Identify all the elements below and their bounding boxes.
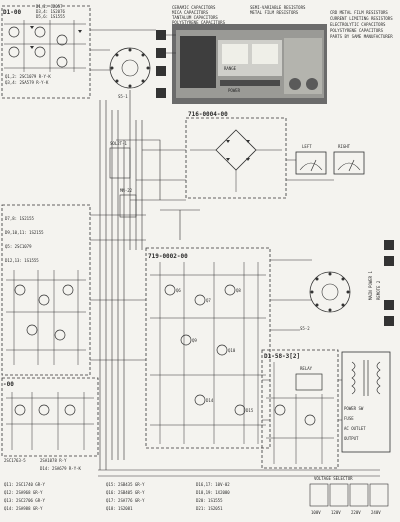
module-label: D1-00 (3, 9, 21, 16)
part-label: Q15: 2SB435 GR-Y (106, 482, 145, 487)
transistor-label: Q6 (176, 288, 181, 293)
voltage-selector: VOLTAGE SELECTOR 100V 120V 220V 240V (309, 476, 389, 515)
input-jacks (156, 30, 166, 98)
switch-label: SOL2T-1 (110, 141, 127, 146)
fuse-label: FUSE (344, 416, 354, 421)
legend-item: POLYSTYRENE CAPACITORS (172, 20, 226, 25)
part-label: 2SC1763-5 (4, 458, 26, 463)
part-label: Q17: 2SA776 GR-Y (106, 498, 145, 503)
part-label: Q5: 2SC1079 (5, 244, 32, 249)
module-label: 719-0002-00 (148, 253, 188, 260)
parts-legend: CERAMIC CAPACITORS MICA CAPACITORS TANTA… (172, 5, 306, 25)
meter-label-right: RIGHT (338, 144, 351, 149)
voltage-selector-title: VOLTAGE SELECTOR (314, 476, 353, 481)
part-label: Q11: 2SC1740 GR-Y (4, 482, 46, 487)
part-label: Q12: 2SA968 GR-Y (4, 490, 43, 495)
voltage-option: 120V (331, 510, 341, 515)
module-label: -00 (3, 381, 14, 388)
legend-item: SEMI-VARIABLE RESISTORS (250, 5, 306, 10)
level-meters: LEFT RIGHT (295, 144, 365, 175)
legend-item: TANTALUM CAPACITORS (172, 15, 218, 20)
note-line: CRD METAL FILM RESISTORS (330, 10, 388, 15)
part-label: D18,19: 1X2080 (196, 490, 230, 495)
amplifier-photo: RANGE POWER (172, 24, 327, 104)
sub-switches: SOL2T-1 MN-22 (109, 141, 137, 218)
part-label: Q16: 2SB405 GR-Y (106, 490, 145, 495)
part-label: D3,4: 1S2076 (36, 9, 65, 14)
voltage-option: 220V (351, 510, 361, 515)
voltage-option: 100V (311, 510, 321, 515)
transistor-label: Q7 (206, 298, 211, 303)
part-label: D21: 1S2051 (196, 506, 223, 511)
legend-item: CERAMIC CAPACITORS (172, 5, 216, 10)
rotary-switch-s5-1: S5-1 (109, 47, 151, 99)
power-section: POWER SW FUSE AC OUTLET OUTPUT (341, 351, 391, 453)
diode-label: D14 (206, 398, 214, 403)
module-716-0004-00: 716-0004-00 (185, 111, 287, 199)
part-label: D16,17: 10V-02 (196, 482, 230, 487)
power-switch-label: POWER SW (344, 406, 364, 411)
part-label: D14: 2SA679 R-Y-K (40, 466, 82, 471)
module-label: D1-58-3[2] (264, 353, 300, 360)
part-label: D1,2: C2057 (36, 4, 63, 9)
legend-item: METAL FILM RESISTORS (250, 10, 299, 15)
relay-label: RELAY (300, 366, 313, 371)
switch-label: S5-1 (118, 94, 128, 99)
output-label: OUTPUT (344, 436, 359, 441)
part-label: Q13: 2SC2706 GR-Y (4, 498, 46, 503)
part-label: 2SA1078 R-Y (40, 458, 67, 463)
module-d1-00: D1-00 D1,2: C2057 D3,4: 1S2076 D5,6: 1S1… (1, 4, 91, 99)
part-label: D12,13: 1S1555 (5, 258, 39, 263)
module-left-mid: D7,8: 1S2155 D9,10,11: 1S2155 Q5: 2SC107… (1, 204, 91, 376)
note-line: ELECTROLYTIC CAPACITORS (330, 22, 386, 27)
speaker-label: REMOTE 2 (376, 280, 381, 300)
module-d1-58: D1-58-3[2] RELAY (261, 349, 339, 469)
part-label: Q18: 1S2081 (106, 506, 133, 511)
switch-label: MN-22 (120, 188, 133, 193)
part-label: D9,10,11: 1S2155 (5, 230, 44, 235)
speaker-label: MAIN POWER 1 (368, 271, 373, 300)
transistor-label: Q8 (236, 288, 241, 293)
note-line: POLYSTYRENE CAPACITORS (330, 28, 384, 33)
part-label: D7,8: 1S2155 (5, 216, 34, 221)
part-label: Q3,4: 2SA579 R-Y-K (5, 80, 49, 85)
legend-item: MICA CAPACITORS (172, 10, 209, 15)
parts-list: Q11: 2SC1740 GR-Y Q12: 2SA968 GR-Y Q13: … (4, 482, 230, 511)
wiring (90, 29, 380, 477)
part-label: Q1,2: 2SC1079 R-Y-K (5, 74, 51, 79)
note-line: CURRENT LIMITING RESISTORS (330, 16, 393, 21)
part-label: Q14: 2SA988 GR-Y (4, 506, 43, 511)
switch-label: S5-2 (300, 326, 310, 331)
panel-label-range: RANGE (224, 66, 237, 71)
module-label: 716-0004-00 (188, 111, 228, 118)
part-label: D20: 1S1555 (196, 498, 223, 503)
transistor-label: Q10 (228, 348, 236, 353)
module-lower-left: -00 2SC1763-5 2SA1078 R-Y D14: 2SA679 R-… (1, 377, 99, 471)
meter-label-left: LEFT (302, 144, 312, 149)
module-719-0002-00: 719-0002-00 Q6 Q7 Q8 Q9 Q10 D14 D15 (145, 247, 271, 449)
note-line: PARTS BY SAME MANUFACTURER (330, 34, 393, 39)
speaker-selector-switch: S5-2 MAIN POWER 1 REMOTE 2 (300, 240, 394, 331)
transistor-label: Q9 (192, 338, 197, 343)
notes-block: CRD METAL FILM RESISTORS CURRENT LIMITIN… (330, 10, 393, 39)
diode-label: D15 (246, 408, 254, 413)
voltage-option: 240V (371, 510, 381, 515)
part-label: D5,6: 1S1555 (36, 14, 65, 19)
panel-label-power: POWER (228, 88, 241, 93)
ac-outlet-label: AC OUTLET (344, 426, 366, 431)
